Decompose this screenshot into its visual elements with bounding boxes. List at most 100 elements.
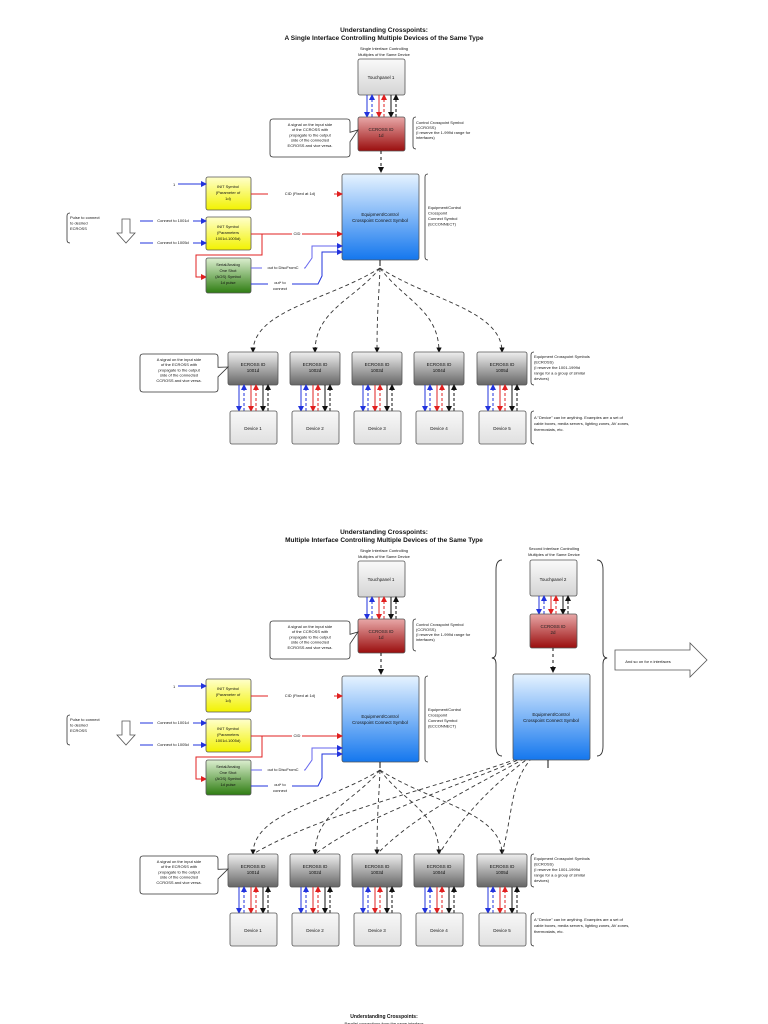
- aos-symbol-box: [205, 257, 252, 294]
- fanout-link-2: [312, 769, 381, 855]
- econnect-note: Connect Symbol: [428, 216, 457, 221]
- aos-out-1-label: out to DiscFromC: [267, 767, 298, 772]
- pulse-note: to desired: [70, 221, 88, 226]
- diagram-subtitle: Multiple Interface Controlling Multiple …: [285, 537, 483, 544]
- ecross-callout-text: of the ECROSS with: [161, 362, 197, 367]
- touchpanel-2-label: Touchpanel 2: [540, 577, 567, 582]
- econnect-note: Crosspoint: [428, 713, 448, 718]
- device-label: Device 4: [430, 426, 448, 431]
- fanout-link-1: [250, 267, 381, 353]
- ecross-id: 1004d: [433, 870, 446, 875]
- device-box-3: [353, 912, 402, 947]
- init-2-input-2-label: Connect to 1005d: [157, 742, 189, 747]
- pulse-note: Pulse to connect: [70, 215, 100, 220]
- label-bg: [153, 239, 193, 246]
- ecross-note: (ECROSS): [534, 862, 554, 867]
- ccross-callout-text: propagate to the output: [289, 634, 331, 639]
- and-so-on-label: And so on for n interfaces: [625, 659, 671, 664]
- device-label: Device 3: [368, 426, 386, 431]
- ecross-id: 1002d: [309, 870, 322, 875]
- init-symbol-2-label: INIT Symbol: [217, 224, 239, 229]
- aos-out-2-line: [292, 751, 343, 787]
- init-symbol-1-label: 1d): [225, 196, 231, 201]
- ccross-id: 1d: [378, 133, 384, 138]
- aos-symbol-label: (AOS) Symbol: [215, 776, 241, 781]
- ecross-callout-text: side of the connected: [160, 875, 198, 880]
- ccross-id: 1d: [378, 635, 384, 640]
- aos-out-2-line: [292, 249, 343, 285]
- device-label: Device 5: [493, 928, 511, 933]
- econnect-box: [341, 173, 420, 261]
- ecross-callout: [139, 353, 230, 393]
- ecross-note: range for a a group of similar: [534, 371, 586, 376]
- second-interface-caption: Second Interface Controlling: [529, 546, 579, 551]
- ecross-note: Equipment Crosspoint Symbols: [534, 354, 590, 359]
- ecross-label: ECROSS ID: [490, 362, 516, 367]
- pulse-note: Pulse to connect: [70, 717, 100, 722]
- device-box-5: [478, 912, 527, 947]
- econnect-note: (ECCONNECT): [428, 222, 457, 227]
- fanout-link-3: [374, 267, 381, 353]
- init-2-to-aos-line: [195, 234, 263, 280]
- ecross-label: ECROSS ID: [427, 864, 453, 869]
- label-bg: [268, 692, 334, 699]
- ecross-label: ECROSS ID: [303, 864, 329, 869]
- diagram-title: Understanding Crosspoints:: [340, 27, 428, 34]
- interface-caption: Single Interface Controlling: [360, 548, 408, 553]
- ecross-callout-text: A signal on the input side: [157, 859, 202, 864]
- init-2-output-label: CID: [294, 231, 301, 236]
- ecross-note: range for a a group of similar: [534, 873, 586, 878]
- ecross-id: 1001d: [247, 870, 260, 875]
- ccross-callout-text: propagate to the output: [289, 132, 331, 137]
- label-bg: [268, 190, 334, 197]
- pulse-note: ECROSS: [70, 226, 87, 231]
- init-symbol-2-label: INIT Symbol: [217, 726, 239, 731]
- diagram-title: Understanding Crosspoints:: [340, 529, 428, 536]
- device-label: Device 2: [306, 426, 324, 431]
- init-2-input-1-label: Connect to 1001d: [157, 218, 189, 223]
- init-1-input-label: 1: [173, 684, 176, 689]
- ecross-note: devices): [534, 376, 550, 381]
- label-bg: [262, 264, 304, 271]
- fanout-link-2: [312, 267, 381, 353]
- touchpanel-1-label: Touchpanel 1: [368, 577, 395, 582]
- ccross-label: CCROSS ID: [368, 127, 394, 132]
- aos-out-2-label: out* to: [274, 280, 286, 285]
- ecross-callout-text: CCROSS and vice versa.: [156, 880, 201, 885]
- aos-symbol-label: (AOS) Symbol: [215, 274, 241, 279]
- label-bg: [262, 766, 304, 773]
- device-note: A "Device" can be anything. Examples are…: [534, 917, 624, 922]
- ccross-callout-text: ECROSS and vice versa.: [288, 143, 333, 148]
- ecross-callout-text: CCROSS and vice versa.: [156, 378, 201, 383]
- diagram-3-title: Understanding Crosspoints:: [350, 1014, 418, 1020]
- econnect-note-bracket: [424, 173, 429, 261]
- device-label: Device 4: [430, 928, 448, 933]
- econnect-label: Crosspoint Connect Symbol: [352, 720, 408, 725]
- device-note: thermostats, etc.: [534, 929, 564, 934]
- ccross-note: interfaces): [416, 637, 435, 642]
- init-2-output-label: CID: [294, 733, 301, 738]
- label-bg: [153, 741, 193, 748]
- ecross-label: ECROSS ID: [427, 362, 453, 367]
- aos-out-2-label: out* to: [274, 782, 286, 787]
- ecross-note: devices): [534, 878, 550, 883]
- device-note: A "Device" can be anything. Examples are…: [534, 415, 624, 420]
- device-box-5: [478, 410, 527, 445]
- init-symbol-2-label: (Parameters: [217, 732, 239, 737]
- interface-caption: Multiples of the Same Device: [358, 52, 411, 57]
- ccross-callout-text: side of the connected: [291, 138, 329, 143]
- touchpanel-1-label: Touchpanel 1: [368, 75, 395, 80]
- econnect-note-bracket: [424, 675, 429, 763]
- fanout2-link-4: [438, 743, 549, 855]
- fanout-link-5: [379, 267, 505, 353]
- device-box-4: [415, 410, 464, 445]
- ccross-note: (CCROSS): [416, 627, 436, 632]
- pulse-note: ECROSS: [70, 728, 87, 733]
- device-note: cable boxes, media servers, lighting zon…: [534, 421, 629, 426]
- ecross-note: (ECROSS): [534, 360, 554, 365]
- device-box-1: [229, 410, 278, 445]
- ecross-callout-text: side of the connected: [160, 373, 198, 378]
- ecross-callout-text: propagate to the output: [158, 869, 200, 874]
- ecross-label: ECROSS ID: [490, 864, 516, 869]
